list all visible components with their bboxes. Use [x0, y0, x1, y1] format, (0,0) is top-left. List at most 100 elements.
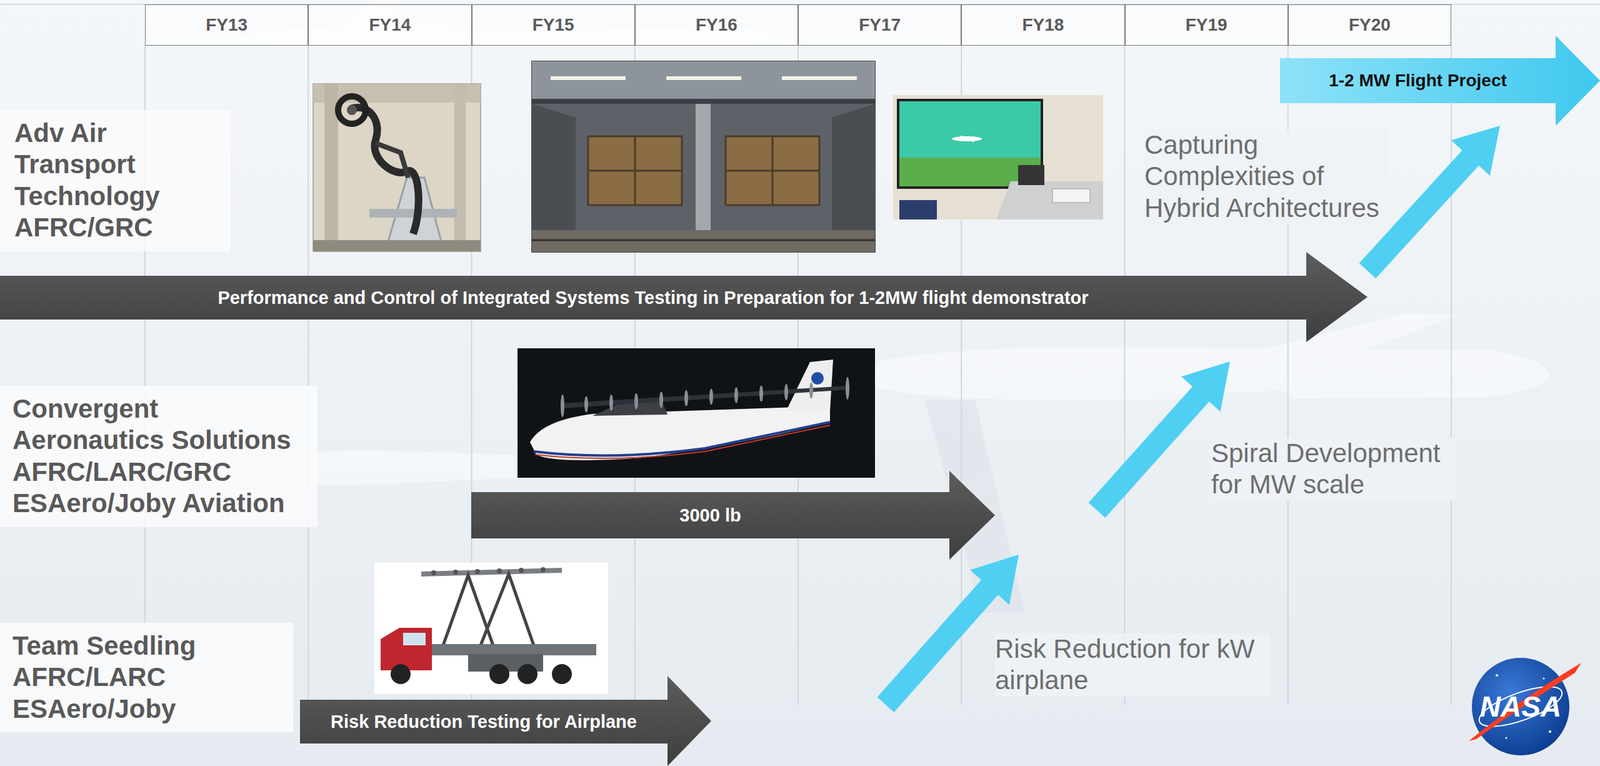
photo-frame	[313, 83, 481, 252]
photo-frame	[893, 95, 1104, 220]
wing-propellers	[431, 566, 546, 575]
fiscal-year-cell: FY14	[308, 4, 472, 46]
arrow-body	[1280, 35, 1600, 126]
fiscal-year-cell: FY18	[961, 4, 1125, 46]
test-wing	[421, 567, 562, 577]
screen-sky	[898, 100, 1042, 163]
gridline	[1124, 45, 1126, 705]
center-name: ESAero/Joby Aviation	[12, 487, 305, 519]
frame-rail	[771, 136, 774, 205]
railing	[531, 239, 875, 242]
logo-text: NASA	[1480, 690, 1562, 723]
propeller	[475, 568, 480, 574]
propeller	[453, 569, 459, 575]
arrow-body	[0, 251, 1368, 342]
tail-logo	[811, 371, 824, 385]
fiscal-year-cell: FY16	[635, 4, 799, 46]
instrument-panel	[1018, 165, 1045, 185]
truck-test-rig	[374, 562, 609, 694]
side-wall	[531, 103, 576, 252]
center-name: AFRC/LARC	[12, 661, 281, 693]
fuselage-stripe	[533, 421, 830, 455]
fiscal-year-cell: FY19	[1125, 4, 1289, 46]
fiscal-year-header: FY14	[368, 15, 411, 35]
test-frame	[725, 136, 820, 205]
arrow-body	[300, 675, 712, 766]
a-frame	[480, 573, 534, 645]
photo-frame	[517, 348, 875, 478]
wing	[561, 385, 850, 409]
cab-window	[403, 632, 426, 645]
annotation-patch: Risk Reduction for kW airplane	[995, 633, 1270, 697]
fiscal-year-header: FY20	[1348, 15, 1391, 35]
photo-frame	[531, 61, 875, 252]
ceiling	[531, 61, 875, 99]
propeller	[540, 566, 546, 572]
test-rig-photo	[313, 83, 481, 252]
logo-star	[1548, 730, 1552, 733]
propeller	[496, 568, 502, 574]
arrow-text-area: Performance and Control of Integrated Sy…	[0, 275, 1307, 320]
fuselage	[530, 406, 830, 460]
propeller	[659, 391, 664, 408]
annotation: Risk Reduction for kW airplane	[995, 633, 1270, 697]
logo-text-area: NASA	[1458, 688, 1584, 724]
hangar-photo	[531, 61, 875, 252]
center-name: ESAero/Joby	[12, 693, 281, 725]
propeller	[560, 394, 565, 417]
floor	[531, 230, 875, 252]
fiscal-year-header: FY18	[1021, 15, 1064, 35]
simulator-photo	[893, 95, 1104, 220]
light-strip	[666, 76, 742, 80]
crossbar	[369, 208, 457, 218]
wheel	[489, 663, 510, 684]
annotation-patch: Spiral Development for MW scale	[1211, 437, 1455, 501]
year-gridlines	[145, 45, 1452, 705]
arrow-body	[471, 470, 995, 560]
hangar-column	[454, 83, 466, 252]
wheel	[338, 96, 366, 124]
frame-rail	[634, 136, 637, 205]
wheel	[517, 663, 538, 684]
program-label-panel: Team SeedlingAFRC/LARCESAero/Joby	[0, 622, 294, 732]
arm-link	[375, 143, 409, 178]
program-name: Team Seedling	[12, 630, 281, 662]
propeller	[584, 396, 589, 413]
x57-airplane-rendering	[517, 348, 875, 478]
fiscal-year-cell: FY13	[145, 4, 309, 46]
floor	[313, 240, 481, 252]
timeline-arrow: 1-2 MW Flight Project	[1280, 35, 1600, 126]
arrow-text-area: 1-2 MW Flight Project	[1280, 58, 1556, 104]
fiscal-year-header: FY17	[858, 15, 901, 35]
propeller	[784, 383, 789, 400]
console	[996, 181, 1104, 220]
arrow-text-area: Risk Reduction Testing for Airplane	[300, 699, 668, 744]
wheel	[390, 663, 411, 684]
spiral-arrow	[1088, 361, 1230, 518]
fiscal-year-header: FY19	[1185, 15, 1228, 35]
gridline	[307, 45, 309, 705]
propeller	[709, 388, 714, 405]
program-label-panel: Adv Air Transport TechnologyAFRC/GRC	[0, 110, 231, 252]
nasa-logo	[1468, 657, 1582, 755]
wheel	[551, 663, 572, 684]
arrow-text-area: 3000 lb	[471, 491, 950, 539]
propeller	[845, 376, 850, 400]
timeline-arrow: Performance and Control of Integrated Sy…	[0, 251, 1368, 342]
program-name: Adv Air Transport Technology	[14, 117, 202, 212]
propeller	[734, 386, 739, 404]
fiscal-year-header: FY16	[695, 15, 738, 35]
side-wall	[831, 103, 875, 252]
truck-cab	[380, 627, 432, 670]
fuselage-stripe	[535, 425, 830, 459]
test-frame	[588, 136, 682, 205]
propeller	[684, 390, 689, 407]
beam	[531, 98, 875, 104]
propeller	[518, 567, 524, 573]
propeller	[809, 382, 814, 399]
logo-star	[1495, 673, 1499, 677]
fiscal-year-header: FY15	[532, 15, 575, 35]
program-label-panel: Convergent Aeronautics SolutionsAFRC/LAR…	[0, 385, 318, 527]
